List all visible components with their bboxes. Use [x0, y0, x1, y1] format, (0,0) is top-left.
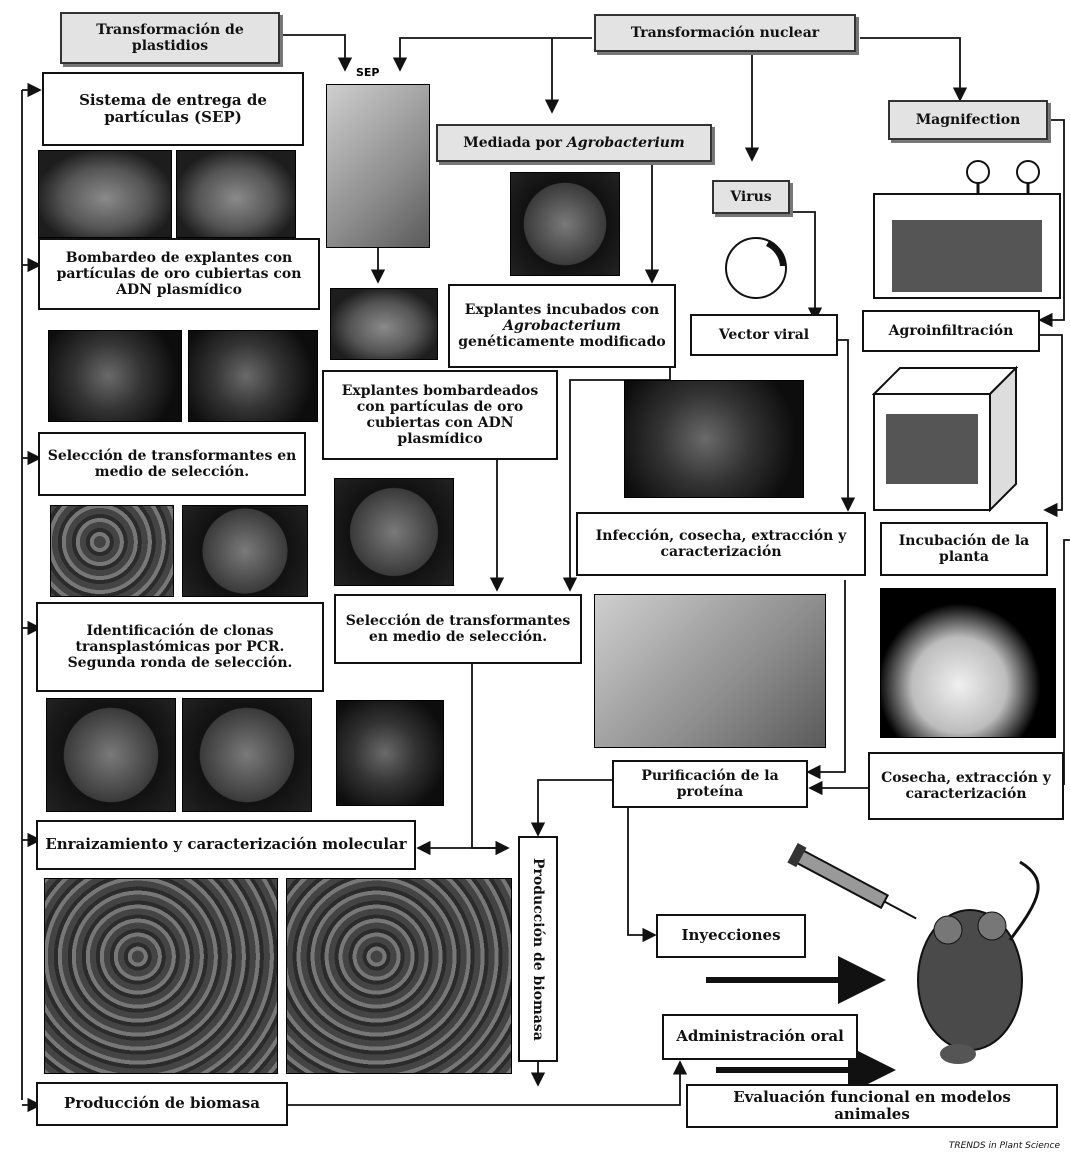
purificacion-label: Purificación de la proteína	[641, 767, 779, 800]
vacuum-chamber-icon	[873, 160, 1061, 299]
explantes-bombardeados-label: Explantes bombardeados con partículas de…	[341, 382, 539, 448]
seleccion-transformantes-2-node: Selección de transformantes en medio de …	[334, 594, 582, 664]
agroinfiltracion-label: Agroinfiltración	[888, 322, 1014, 339]
leaf-image-1	[38, 150, 172, 238]
petri-image-3	[182, 698, 312, 812]
sistema-entrega-node: Sistema de entrega de partículas (SEP)	[42, 72, 304, 146]
produccion-biomasa-label: Producción de biomasa	[64, 1094, 260, 1113]
magnifection-label: Magnifection	[915, 111, 1021, 128]
magnifection-node: Magnifection	[888, 100, 1048, 140]
incubacion-planta-label: Incubación de la planta	[898, 532, 1030, 565]
infeccion-node: Infección, cosecha, extracción y caracte…	[576, 512, 866, 576]
syringe-icon	[787, 843, 917, 920]
credit-label: TRENDS in Plant Science	[948, 1141, 1060, 1151]
explant-image-2	[188, 330, 318, 422]
incubator-icon	[872, 365, 1018, 513]
identificacion-clonas-node: Identificación de clonas transplastómica…	[36, 602, 324, 692]
produccion-biomasa-vertical-node: Producción de biomasa	[518, 836, 558, 1062]
leaf-image-2	[176, 150, 296, 238]
vector-viral-label: Vector viral	[718, 326, 810, 343]
agro-flask-image	[510, 172, 620, 276]
administracion-oral-node: Administración oral	[662, 1014, 858, 1060]
sep-label: SEP	[356, 66, 380, 79]
petri-image-4	[334, 478, 454, 586]
identificacion-clonas-label: Identificación de clonas transplastómica…	[67, 622, 293, 672]
evaluacion-funcional-node: Evaluación funcional en modelos animales	[686, 1084, 1058, 1128]
cosecha-extraccion-label: Cosecha, extracción y caracterización	[881, 769, 1051, 802]
leaf-image-3	[330, 288, 438, 360]
evaluacion-funcional-label: Evaluación funcional en modelos animales	[733, 1087, 1011, 1123]
transformacion-plastidios-label: Transformación de plastidios	[96, 21, 244, 54]
explantes-incubados-label-2: Agrobacterium	[503, 317, 621, 334]
enraizamiento-label: Enraizamiento y caracterización molecula…	[45, 835, 407, 854]
seleccion-transformantes-1-node: Selección de transformantes en medio de …	[38, 432, 306, 496]
mediada-agrobacterium-label: Mediada por	[463, 134, 567, 151]
sistema-entrega-label: Sistema de entrega de partículas (SEP)	[79, 90, 267, 126]
produccion-biomasa-node: Producción de biomasa	[36, 1082, 288, 1126]
inyecciones-node: Inyecciones	[656, 914, 806, 958]
transformacion-nuclear-node: Transformación nuclear	[594, 14, 856, 52]
transformacion-plastidios-node: Transformación de plastidios	[60, 12, 280, 64]
agroinfiltracion-node: Agroinfiltración	[862, 310, 1040, 352]
inyecciones-label: Inyecciones	[681, 926, 781, 945]
explantes-incubados-label-3: genéticamente modificado	[458, 334, 666, 351]
petri-image-2	[46, 698, 176, 812]
virus-node: Virus	[712, 180, 790, 214]
mouse-icon	[917, 860, 1040, 1064]
bombardeo-node: Bombardeo de explantes con partículas de…	[38, 238, 320, 310]
enraizamiento-node: Enraizamiento y caracterización molecula…	[36, 820, 416, 870]
virus-label: Virus	[730, 188, 772, 205]
infected-plant-image	[624, 380, 804, 498]
explantes-incubados-label-1: Explantes incubados con	[464, 301, 660, 318]
sep-device-image	[326, 84, 430, 248]
transformacion-nuclear-label: Transformación nuclear	[630, 24, 820, 41]
field-plants-image-1	[44, 878, 278, 1074]
cosecha-extraccion-node: Cosecha, extracción y caracterización	[868, 752, 1064, 820]
seleccion-transformantes-2-label: Selección de transformantes en medio de …	[345, 612, 571, 645]
petri-image-1	[182, 505, 308, 597]
seleccion-transformantes-1-label: Selección de transformantes en medio de …	[47, 447, 297, 480]
administracion-oral-label: Administración oral	[676, 1027, 844, 1046]
agrobacterium-italic: Agrobacterium	[566, 134, 685, 151]
vector-viral-node: Vector viral	[690, 314, 838, 356]
plantlet-image	[336, 700, 444, 806]
purificacion-node: Purificación de la proteína	[612, 760, 808, 808]
infeccion-label: Infección, cosecha, extracción y caracte…	[595, 527, 847, 560]
incubacion-planta-node: Incubación de la planta	[880, 522, 1048, 576]
produccion-biomasa-vertical-label: Producción de biomasa	[530, 857, 547, 1041]
bombardeo-label: Bombardeo de explantes con partículas de…	[56, 249, 302, 299]
callus-image-1	[50, 505, 174, 597]
mediada-agrobacterium-node: Mediada por Agrobacterium	[436, 124, 712, 162]
plasmid-icon	[725, 237, 787, 299]
lab-equipment-image	[594, 594, 826, 748]
field-plants-image-2	[286, 878, 512, 1074]
explantes-bombardeados-node: Explantes bombardeados con partículas de…	[322, 370, 558, 460]
mortar-pestle-image	[880, 588, 1056, 738]
explant-image-1	[48, 330, 182, 422]
